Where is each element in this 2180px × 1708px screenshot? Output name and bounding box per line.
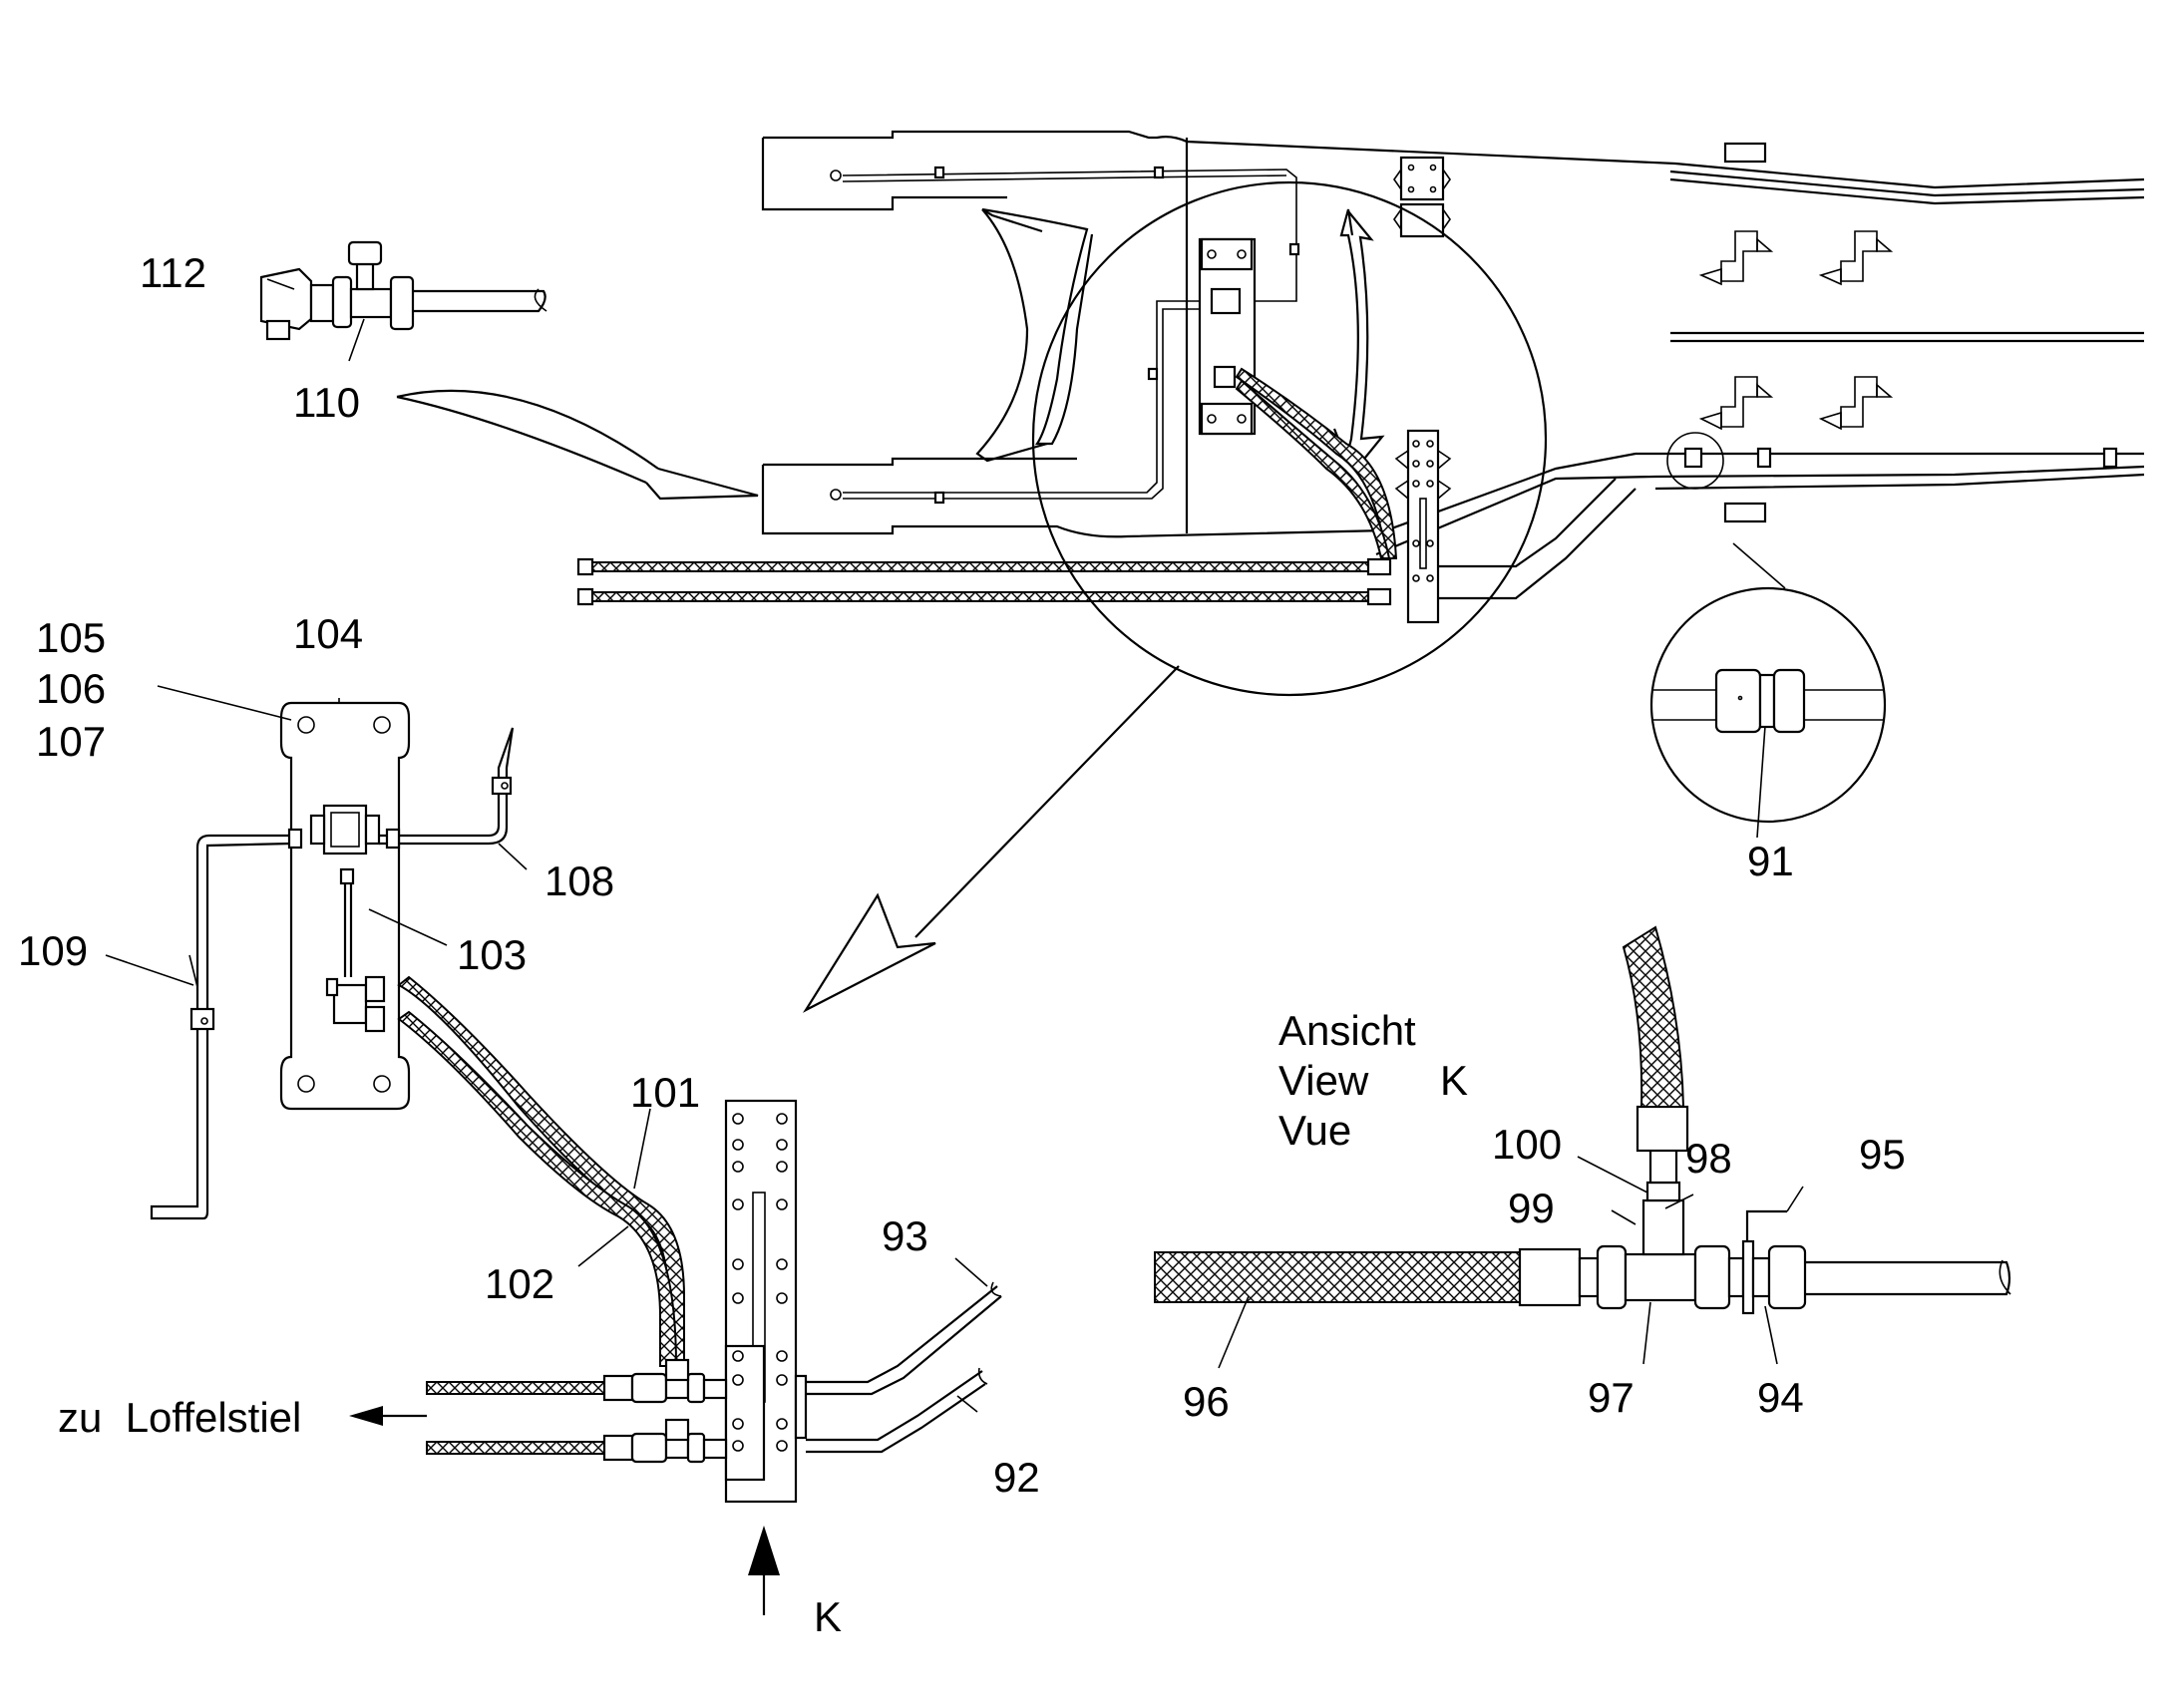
callout-105: 105 [36,614,106,661]
view-k-detail [1154,925,2011,1315]
callout-103: 103 [457,931,527,978]
callout-93: 93 [882,1212,928,1259]
detail-circle-small [1666,432,1724,490]
valve-block-top [1198,237,1257,436]
callout-102: 102 [485,1260,554,1307]
view-label-vue: Vue [1278,1107,1351,1154]
mount-plate-top [1394,429,1452,624]
callout-107: 107 [36,718,106,765]
callout-92: 92 [993,1454,1040,1501]
direction-label: zu Loffelstiel [58,1394,301,1441]
callout-91: 91 [1747,838,1794,884]
valve-block-detail [150,701,1002,1615]
callout-106: 106 [36,665,106,712]
fitting-110-112 [259,240,759,501]
view-label-letter: K [1440,1057,1468,1104]
mount-bracket-upper [1393,156,1451,238]
callout-108: 108 [545,857,614,904]
callout-110: 110 [293,379,360,426]
fitting-91-detail [1653,668,1883,734]
callout-95: 95 [1859,1131,1906,1178]
view-label-ansicht: Ansicht [1278,1007,1416,1054]
callout-97: 97 [1588,1374,1635,1421]
detail-circle-91 [1649,586,1887,824]
callout-100: 100 [1492,1121,1562,1168]
arrow-k-label: K [814,1593,842,1640]
callout-labels: 112 110 104 105 106 107 108 109 103 101 … [18,249,1906,1640]
callout-101: 101 [630,1069,700,1116]
detail-circle-large [1031,180,1548,697]
callout-98: 98 [1685,1135,1732,1182]
callout-104: 104 [293,610,363,657]
leader-lines [105,278,1804,1413]
callout-99: 99 [1508,1185,1555,1231]
callout-112: 112 [140,249,206,296]
callout-94: 94 [1757,1374,1804,1421]
callout-96: 96 [1183,1378,1230,1425]
view-label-view: View [1278,1057,1369,1104]
callout-109: 109 [18,927,88,974]
boom-frame-overview [576,130,2145,1013]
frame-crosses [1698,230,1894,431]
